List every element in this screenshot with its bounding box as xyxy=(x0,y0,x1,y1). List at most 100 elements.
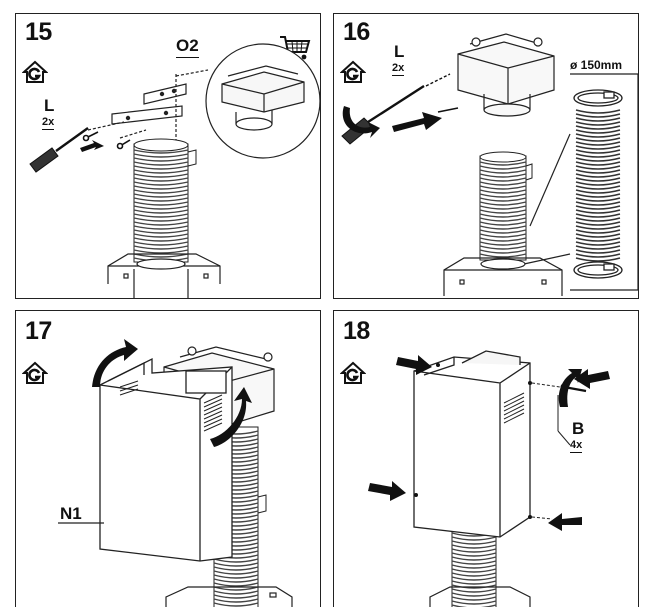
duct-ring xyxy=(575,121,621,126)
duct-ring xyxy=(479,173,527,178)
duct-ring xyxy=(575,217,621,222)
duct-ring xyxy=(575,141,621,146)
step-15-panel: 15 O2 L 2x xyxy=(15,13,321,299)
duct-ring xyxy=(575,205,621,210)
house-vent-icon xyxy=(22,60,48,83)
duct-ring xyxy=(133,193,189,198)
duct-ring xyxy=(133,153,189,158)
duct-ring xyxy=(479,181,527,186)
duct-ring xyxy=(133,253,189,258)
screwdriver-icon xyxy=(341,73,451,145)
duct-diameter-label: ø 150mm xyxy=(570,58,623,72)
duct-ring xyxy=(479,233,527,238)
duct-ring xyxy=(575,129,621,134)
duct-ring xyxy=(133,149,189,154)
step-18-number: 18 xyxy=(343,317,370,345)
screw-l-label: L xyxy=(394,42,405,61)
duct-ring xyxy=(479,177,527,182)
duct-ring xyxy=(451,572,497,577)
duct-ring xyxy=(451,580,497,585)
duct-ring xyxy=(133,165,189,170)
duct-ring xyxy=(575,233,621,238)
push-arrow-icon xyxy=(368,481,406,501)
duct-ring xyxy=(575,197,621,202)
duct-ring xyxy=(479,209,527,214)
duct-ring xyxy=(213,570,259,575)
house-vent-icon xyxy=(340,361,366,384)
duct-ring xyxy=(213,562,259,567)
duct-ring xyxy=(133,241,189,246)
step-18-drawing xyxy=(368,350,610,607)
duct-ring xyxy=(575,161,621,166)
rotate-arrow-icon xyxy=(558,369,582,407)
house-vent-icon xyxy=(22,361,48,384)
duct-ring xyxy=(133,245,189,250)
duct-ring xyxy=(213,582,259,587)
duct-ring xyxy=(575,181,621,186)
duct-ring xyxy=(451,584,497,589)
duct-ring xyxy=(575,145,621,150)
duct-ring xyxy=(575,149,621,154)
duct-ring xyxy=(479,249,527,254)
part-n1-label: N1 xyxy=(60,504,82,523)
duct-ring xyxy=(451,556,497,561)
duct-ring xyxy=(133,185,189,190)
step-17-drawing xyxy=(58,339,293,607)
duct-ring xyxy=(479,189,527,194)
duct-ring xyxy=(575,177,621,182)
duct-ring xyxy=(133,169,189,174)
duct-ring xyxy=(213,578,259,583)
duct-ring xyxy=(213,574,259,579)
step-17-panel: 17 N1 xyxy=(15,310,321,607)
duct-ring xyxy=(575,225,621,230)
duct-ring xyxy=(479,237,527,242)
duct-ring xyxy=(133,205,189,210)
duct-ring xyxy=(133,229,189,234)
duct-ring xyxy=(451,540,497,545)
duct-ring xyxy=(479,205,527,210)
duct-ring xyxy=(479,217,527,222)
duct-ring xyxy=(575,237,621,242)
duct-ring xyxy=(575,173,621,178)
duct-ring xyxy=(133,173,189,178)
duct-ring xyxy=(575,193,621,198)
duct-ring xyxy=(451,588,497,593)
step-16-drawing xyxy=(341,33,638,296)
duct-ring xyxy=(213,598,259,603)
duct-ring xyxy=(479,229,527,234)
duct-ring xyxy=(133,201,189,206)
duct-ring xyxy=(575,185,621,190)
duct-ring xyxy=(451,604,497,607)
duct-ring xyxy=(575,137,621,142)
duct-ring xyxy=(133,177,189,182)
duct-ring xyxy=(479,241,527,246)
duct-ring xyxy=(451,552,497,557)
duct-ring xyxy=(575,109,621,114)
duct-ring xyxy=(213,566,259,571)
duct-ring xyxy=(479,169,527,174)
duct-ring xyxy=(133,209,189,214)
duct-ring xyxy=(479,193,527,198)
duct-ring xyxy=(479,253,527,258)
duct-ring xyxy=(575,213,621,218)
duct-ring xyxy=(575,249,621,254)
duct-ring xyxy=(575,253,621,258)
duct-ring xyxy=(213,594,259,599)
push-arrow-icon xyxy=(548,513,582,531)
duct-ring xyxy=(575,245,621,250)
duct-ring xyxy=(133,249,189,254)
duct-ring xyxy=(575,201,621,206)
duct-ring xyxy=(575,241,621,246)
duct-ring xyxy=(451,564,497,569)
duct-ring xyxy=(575,165,621,170)
duct-ring xyxy=(133,233,189,238)
duct-ring xyxy=(133,217,189,222)
duct-ring xyxy=(479,213,527,218)
duct-ring xyxy=(133,221,189,226)
duct-ring xyxy=(479,197,527,202)
duct-ring xyxy=(575,125,621,130)
duct-ring xyxy=(479,225,527,230)
step-15-drawing xyxy=(29,43,320,298)
duct-ring xyxy=(575,157,621,162)
push-arrow-icon xyxy=(574,369,610,389)
